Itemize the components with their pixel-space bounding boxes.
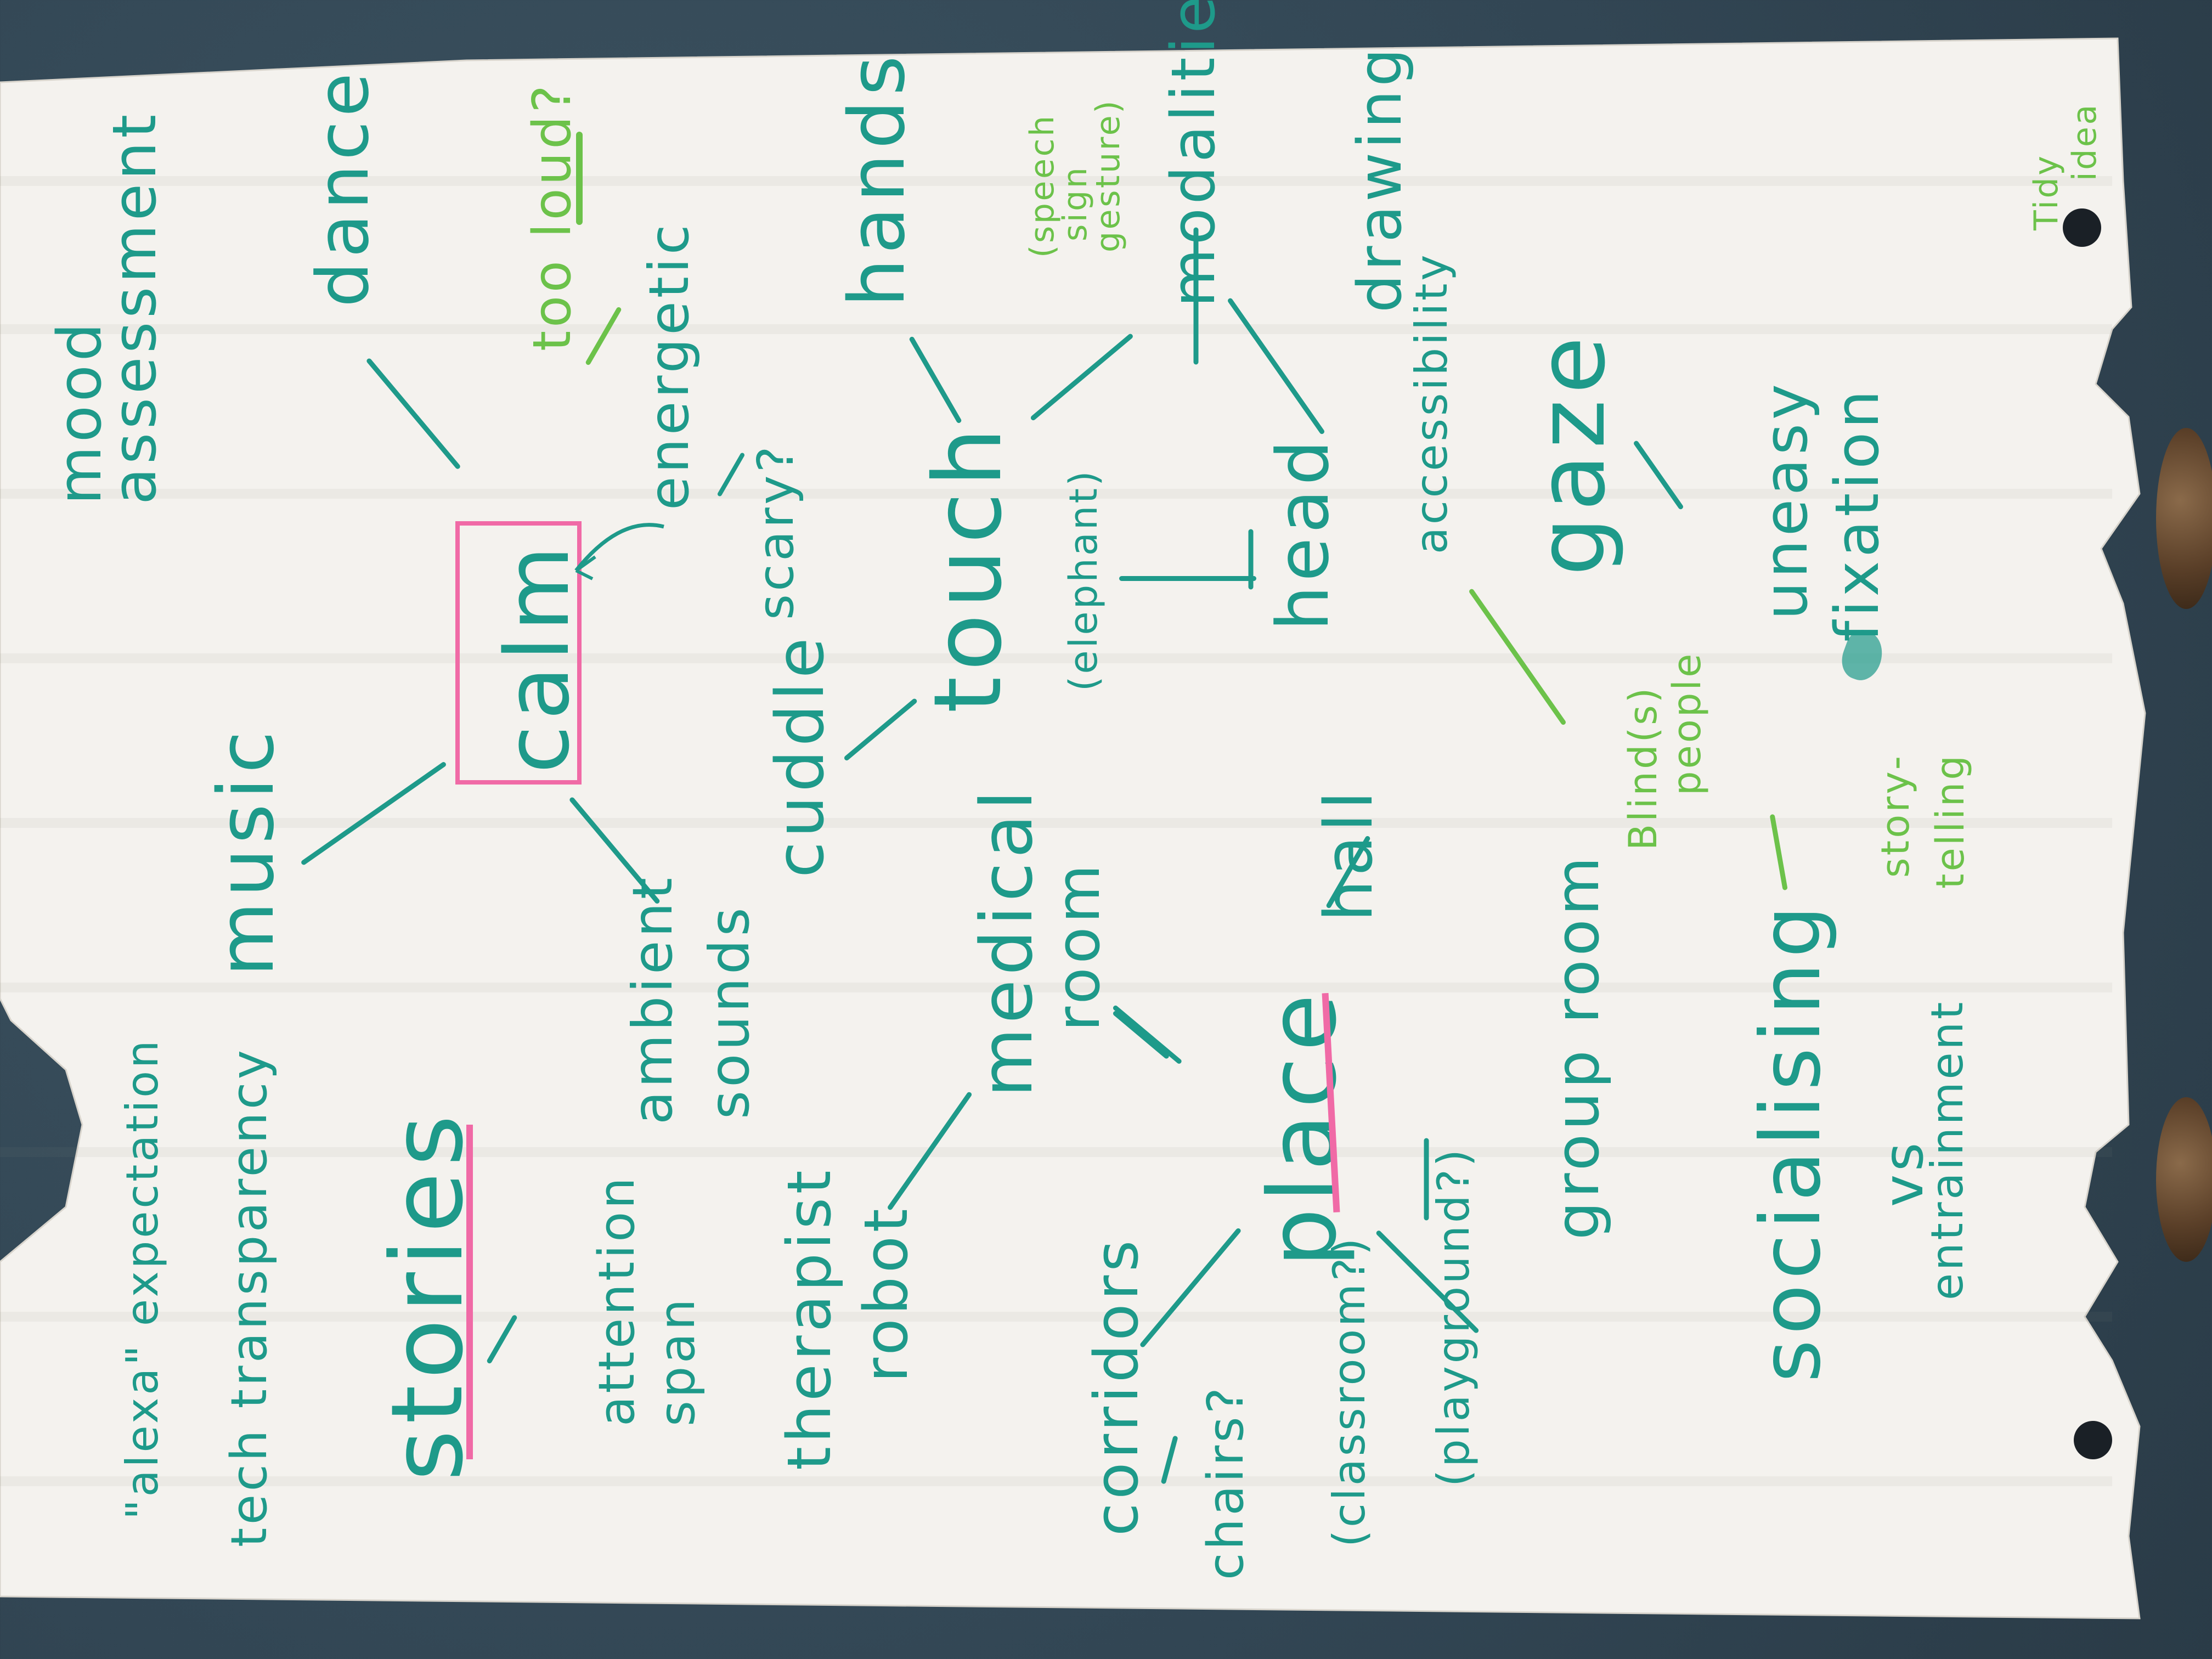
note-speech: (speech — [1023, 114, 1062, 258]
note-place: place — [1249, 988, 1357, 1267]
note-accessibility: accessibility — [1406, 252, 1457, 554]
note-too-loud: too loud? — [522, 82, 583, 351]
note-music: music — [202, 726, 291, 977]
note-therapist: therapist — [774, 1166, 844, 1470]
note-playground: (playground?) — [1428, 1147, 1479, 1487]
note-alexa: "alexa" expectation — [117, 1037, 168, 1520]
note-entrainment: entrainment — [1922, 999, 1973, 1300]
note-stories: stories — [370, 1109, 485, 1481]
note-corridors: corridors — [1081, 1237, 1152, 1536]
note-attention: attention — [588, 1174, 646, 1426]
note-gaze: gaze — [1517, 331, 1626, 576]
note-people: people — [1664, 651, 1709, 795]
note-gesture: gesture) — [1089, 98, 1127, 252]
note-touch: touch — [914, 422, 1023, 713]
note-idea-prefix: Tidy — [2027, 154, 2066, 230]
note-sign: sign — [1056, 165, 1094, 241]
note-blinds: Blind(s) — [1621, 685, 1666, 850]
punch-hole-top — [2063, 208, 2101, 247]
note-ambient: ambient — [620, 874, 685, 1125]
note-elephant: (elephant) — [1061, 469, 1106, 691]
note-chairs: chairs? — [1197, 1384, 1255, 1580]
door-knob-bottom — [2156, 1097, 2212, 1262]
calm-box — [455, 521, 582, 785]
note-hall: hall — [1311, 787, 1387, 922]
connector-touch-head-a — [1119, 576, 1256, 581]
note-story: story- — [1873, 753, 1918, 878]
stories-underline — [466, 1125, 473, 1459]
note-sounds: sounds — [697, 904, 761, 1119]
note-uneasy: uneasy — [1751, 380, 1821, 620]
connector-place-group — [1424, 1138, 1429, 1221]
connector-touch-head-b — [1248, 529, 1254, 590]
note-group-room: group room — [1542, 853, 1612, 1240]
note-classroom: (classroom?) — [1324, 1235, 1375, 1547]
note-telling: telling — [1928, 753, 1973, 889]
note-scary: scary? — [747, 443, 805, 620]
note-idea: idea — [2066, 103, 2104, 181]
underline-too-loud — [576, 132, 583, 225]
note-room: room — [1043, 861, 1113, 1031]
note-dance: dance — [301, 68, 385, 307]
note-span: span — [648, 1296, 706, 1426]
note-robot: robot — [851, 1205, 921, 1383]
note-head: head — [1261, 436, 1345, 631]
note-hands: hands — [833, 50, 922, 307]
connector-modalities-drawing — [1193, 227, 1199, 365]
note-drawing: drawing — [1345, 44, 1415, 313]
note-tech: tech transparency — [221, 1047, 278, 1547]
note-fixation: fixation — [1822, 386, 1892, 642]
door-knob-top — [2156, 428, 2212, 609]
note-cuddle: cuddle — [763, 634, 839, 878]
note-medical: medical — [965, 786, 1048, 1097]
note-assessment: assessment — [99, 111, 170, 505]
arrow-calm-energetic — [574, 523, 664, 580]
note-energetic: energetic — [637, 221, 701, 510]
note-socialising: socialising — [1743, 900, 1839, 1383]
punch-hole-bottom — [2074, 1421, 2112, 1459]
